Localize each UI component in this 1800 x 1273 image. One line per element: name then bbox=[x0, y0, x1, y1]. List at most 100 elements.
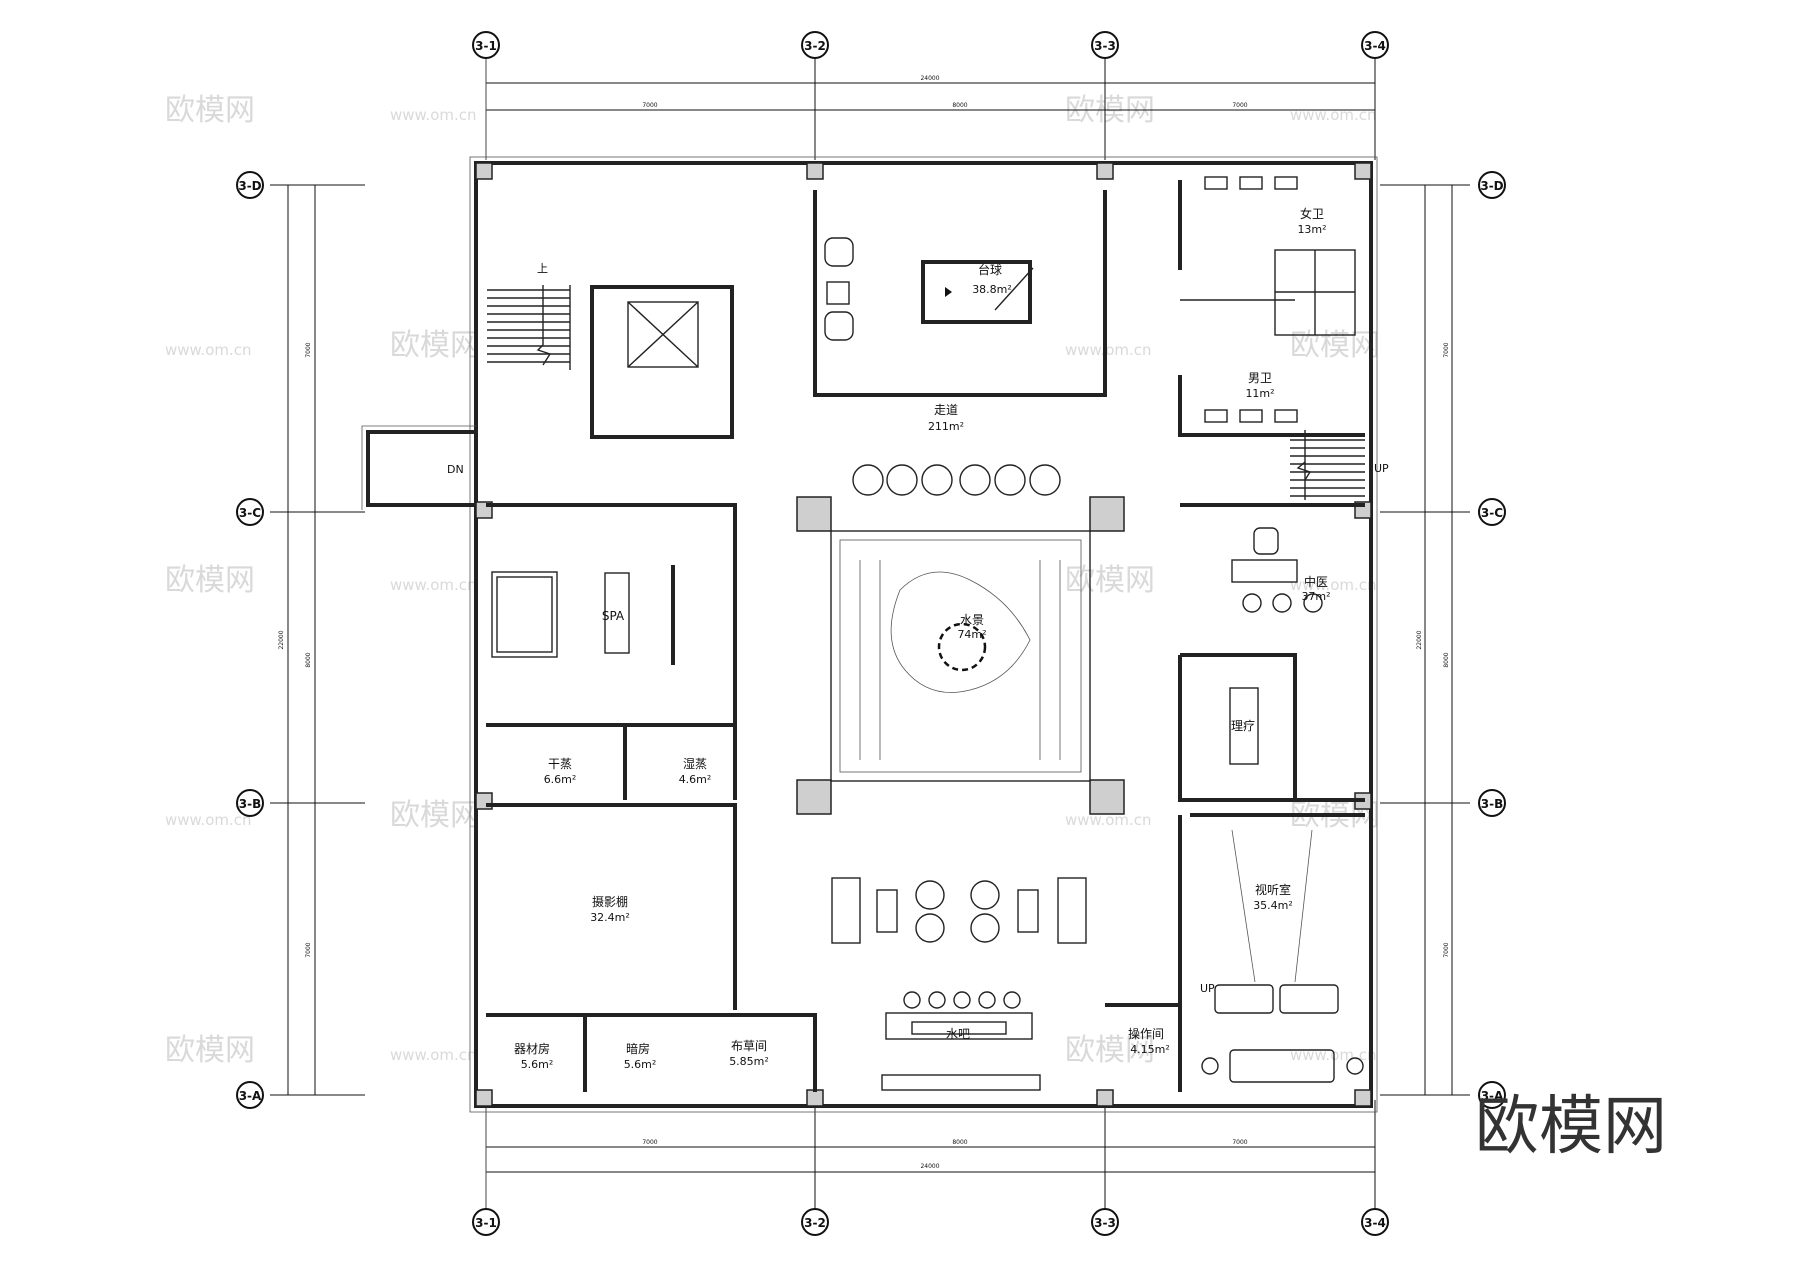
grid-bubble-left-C: 3-C bbox=[236, 498, 264, 526]
room-area-av-room: 35.4m² bbox=[1253, 899, 1293, 912]
dim-top-seg-1: 7000 bbox=[642, 102, 657, 109]
stairs bbox=[487, 285, 1365, 500]
dim-right-seg-2: 8000 bbox=[1443, 652, 1450, 667]
grid-bubble-top-4: 3-4 bbox=[1361, 31, 1389, 59]
room-name-dry-sauna: 干蒸 bbox=[548, 757, 572, 771]
lounge-furniture bbox=[831, 464, 1087, 944]
dim-left-seg-1: 7000 bbox=[305, 342, 312, 357]
svg-text:3-1: 3-1 bbox=[475, 39, 497, 53]
courtyard-water-feature bbox=[830, 530, 1091, 782]
room-name-mens-wc: 男卫 bbox=[1248, 371, 1272, 385]
watermark-text: www.om.cn bbox=[1290, 576, 1377, 594]
watermark-text: www.om.cn bbox=[1065, 811, 1152, 829]
dim-overall-right: 22000 bbox=[1416, 630, 1423, 649]
dim-bottom-seg-2: 8000 bbox=[952, 1139, 967, 1146]
dim-left-seg-3: 7000 bbox=[305, 942, 312, 957]
billiard-seating bbox=[824, 237, 854, 341]
dim-top-seg-2: 8000 bbox=[952, 102, 967, 109]
stair-up-left-mark: 上 bbox=[537, 262, 548, 275]
dim-overall-left: 22000 bbox=[278, 630, 285, 649]
room-labels: 台球 38.8m² 走道 211m² 女卫 13m² 男卫 11m² SPA 干… bbox=[514, 206, 1331, 1071]
toilet-fixtures bbox=[1204, 176, 1356, 423]
room-name-tcm: 中医 bbox=[1304, 574, 1328, 589]
room-area-water-feature: 74m² bbox=[957, 628, 986, 641]
room-area-womens-wc: 13m² bbox=[1297, 223, 1326, 236]
watermark-text: www.om.cn bbox=[1065, 341, 1152, 359]
grid-bubble-right-B: 3-B bbox=[1478, 789, 1506, 817]
svg-text:3-1: 3-1 bbox=[475, 1216, 497, 1230]
room-area-equipment-room: 5.6m² bbox=[521, 1058, 554, 1071]
grid-bubble-bottom-2: 3-2 bbox=[801, 1208, 829, 1236]
brand-logo-watermark: 欧模网 bbox=[1475, 1090, 1667, 1164]
grid-bubble-right-A: 3-A bbox=[1478, 1081, 1506, 1109]
svg-text:3-4: 3-4 bbox=[1364, 39, 1386, 53]
watermark-text: 欧模网 bbox=[390, 328, 480, 363]
grid-bubble-top-1: 3-1 bbox=[472, 31, 500, 59]
stair-up-right-mark: UP bbox=[1374, 462, 1389, 475]
watermark-text: www.om.cn bbox=[390, 1046, 477, 1064]
svg-text:3-C: 3-C bbox=[239, 506, 261, 520]
svg-text:3-2: 3-2 bbox=[804, 39, 826, 53]
water-bar-counter bbox=[881, 991, 1041, 1091]
room-name-water-feature: 水景 bbox=[960, 613, 984, 627]
room-name-photo-studio: 摄影棚 bbox=[592, 894, 628, 909]
room-area-photo-studio: 32.4m² bbox=[590, 911, 630, 924]
watermark-text: 欧模网 bbox=[165, 563, 255, 598]
watermark-text: 欧模网 bbox=[390, 798, 480, 833]
room-name-water-bar: 水吧 bbox=[946, 1027, 970, 1041]
stair-left bbox=[487, 285, 571, 370]
room-area-billiards: 38.8m² bbox=[972, 283, 1012, 296]
svg-text:3-3: 3-3 bbox=[1094, 39, 1116, 53]
room-name-spa: SPA bbox=[602, 609, 625, 623]
watermark-text: www.om.cn bbox=[1290, 1046, 1377, 1064]
watermark-text: 欧模网 bbox=[1290, 328, 1380, 363]
tcm-furniture bbox=[1229, 527, 1323, 765]
watermark-text: www.om.cn bbox=[1290, 106, 1377, 124]
room-name-corridor: 走道 bbox=[934, 403, 958, 417]
dim-bottom-seg-1: 7000 bbox=[642, 1139, 657, 1146]
av-up-mark: UP bbox=[1200, 982, 1215, 995]
room-area-mens-wc: 11m² bbox=[1245, 387, 1274, 400]
svg-text:3-4: 3-4 bbox=[1364, 1216, 1386, 1230]
watermark-text: www.om.cn bbox=[165, 341, 252, 359]
svg-text:3-A: 3-A bbox=[239, 1089, 262, 1103]
room-area-tcm: 37m² bbox=[1301, 590, 1330, 603]
grid-bubble-left-B: 3-B bbox=[236, 789, 264, 817]
grid-bubble-right-D: 3-D bbox=[1478, 171, 1506, 199]
svg-text:3-D: 3-D bbox=[238, 179, 261, 193]
grid-bubble-bottom-1: 3-1 bbox=[472, 1208, 500, 1236]
grid-bubble-left-A: 3-A bbox=[236, 1081, 264, 1109]
grid-bubble-right-C: 3-C bbox=[1478, 498, 1506, 526]
watermark-layer: 欧模网 www.om.cn 欧模网 www.om.cn www.om.cn 欧模网 www.… bbox=[165, 93, 1380, 1068]
exterior-walls bbox=[361, 156, 1378, 1113]
stair-marks: 上 DN UP UP bbox=[447, 262, 1389, 995]
dim-right-seg-3: 7000 bbox=[1443, 942, 1450, 957]
grid-bubble-bottom-3: 3-3 bbox=[1091, 1208, 1119, 1236]
watermark-text: www.om.cn bbox=[390, 106, 477, 124]
av-room-furniture bbox=[1201, 829, 1364, 1083]
watermark-text: www.om.cn bbox=[165, 811, 252, 829]
grid-bubble-top-2: 3-2 bbox=[801, 31, 829, 59]
room-name-billiards: 台球 bbox=[978, 262, 1002, 277]
room-area-dry-sauna: 6.6m² bbox=[544, 773, 577, 786]
grid-bubble-bottom-4: 3-4 bbox=[1361, 1208, 1389, 1236]
billiard-table bbox=[921, 260, 1034, 324]
dim-bottom-seg-3: 7000 bbox=[1232, 1139, 1247, 1146]
watermark-text: 欧模网 bbox=[1065, 563, 1155, 598]
grid-bubble-top-3: 3-3 bbox=[1091, 31, 1119, 59]
watermark-text: 欧模网 bbox=[1065, 1033, 1155, 1068]
watermark-text: www.om.cn bbox=[390, 576, 477, 594]
dim-overall-top: 24000 bbox=[920, 75, 939, 82]
room-area-darkroom: 5.6m² bbox=[624, 1058, 657, 1071]
room-name-linen-room: 布草间 bbox=[731, 1039, 767, 1053]
dim-top-seg-3: 7000 bbox=[1232, 102, 1247, 109]
watermark-text: 欧模网 bbox=[165, 93, 255, 128]
stair-down-mark: DN bbox=[447, 463, 464, 476]
svg-text:3-A: 3-A bbox=[1481, 1089, 1504, 1103]
room-name-av-room: 视听室 bbox=[1255, 882, 1291, 897]
room-name-womens-wc: 女卫 bbox=[1300, 206, 1324, 221]
dim-left-seg-2: 8000 bbox=[305, 652, 312, 667]
room-name-therapy: 理疗 bbox=[1231, 719, 1255, 733]
room-area-linen-room: 5.85m² bbox=[729, 1055, 769, 1068]
